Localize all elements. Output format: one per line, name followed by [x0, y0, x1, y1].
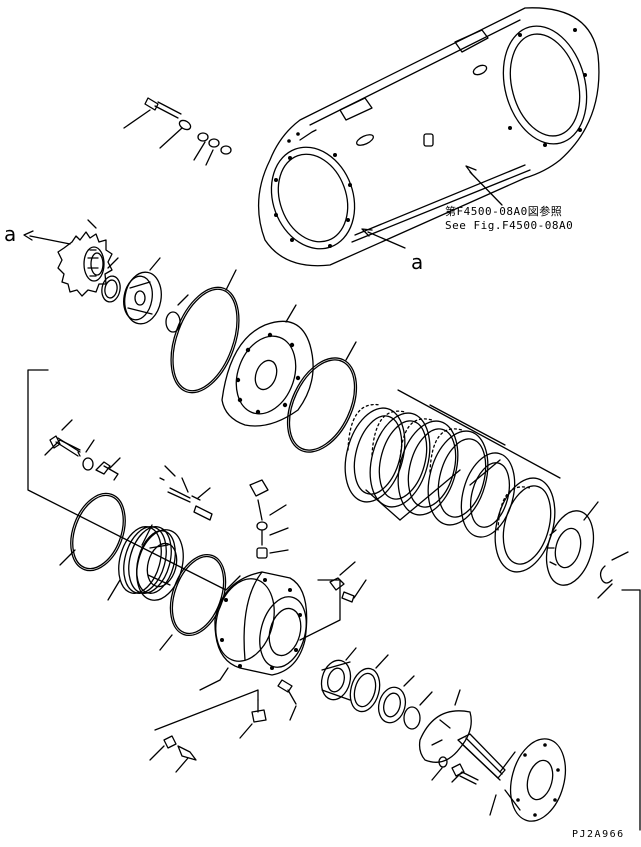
plug-nuts	[299, 561, 367, 641]
cover-plate	[418, 689, 472, 763]
o-ring-large-2	[286, 341, 358, 453]
brake-cage	[221, 304, 314, 427]
bracket-lines-lower	[154, 689, 259, 731]
retaining-ring	[597, 551, 641, 831]
gear-hub	[545, 501, 599, 586]
case-fasteners	[123, 97, 232, 166]
o-ring-piston	[59, 492, 126, 572]
plate-bolt	[451, 763, 479, 785]
spring-pin	[95, 457, 121, 481]
brake-housing	[199, 571, 308, 691]
washer-lower	[431, 756, 448, 781]
fitting-group	[249, 479, 289, 559]
reference-label-jp: 第F4500-08A0図参照	[445, 205, 563, 218]
reference-leaders	[23, 165, 503, 249]
bearing-hub	[123, 257, 162, 325]
washer-small	[82, 439, 95, 471]
drain-plug	[239, 709, 267, 739]
housing-bolt	[277, 679, 297, 721]
bolt-long	[49, 419, 81, 457]
callout-a-right: a	[411, 250, 424, 274]
brake-disc-pack	[344, 389, 561, 573]
pins-group	[159, 465, 213, 521]
callout-a-left: a	[4, 222, 17, 246]
final-drive-case	[257, 7, 600, 267]
drive-sprocket	[57, 219, 113, 297]
oil-seal	[349, 654, 389, 713]
spacer	[377, 675, 415, 724]
taper-bearing	[320, 647, 357, 701]
piston-plate	[136, 524, 184, 601]
seal-ring	[101, 257, 121, 303]
reference-label-en: See Fig.F4500-08A0	[445, 219, 574, 232]
bottom-left-bolt	[149, 735, 197, 773]
output-shaft	[457, 733, 567, 822]
o-ring-large-1	[170, 269, 240, 394]
piston	[107, 526, 176, 601]
o-ring-small	[403, 691, 433, 730]
drawing-code: PJ2A966	[572, 829, 625, 840]
